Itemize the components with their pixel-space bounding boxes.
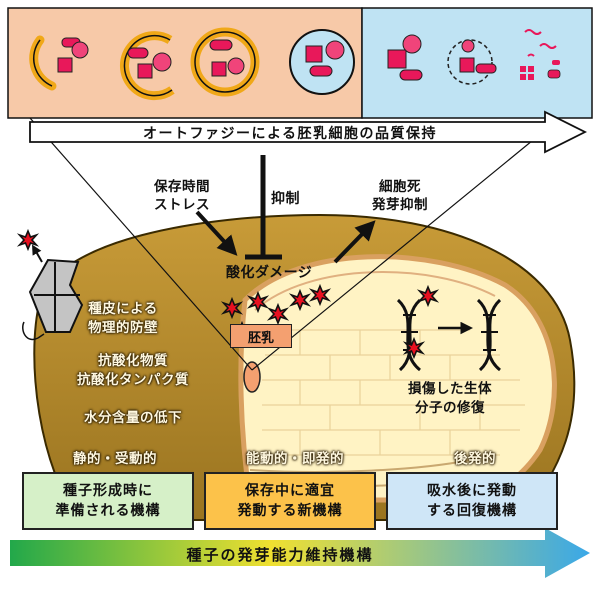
autophagy-panel xyxy=(7,7,593,119)
water-content-label: 水分含量の低下 xyxy=(84,410,182,426)
inhibit-label: 抑制 xyxy=(271,191,300,207)
antioxidant-label: 抗酸化物質 抗酸化タンパク質 xyxy=(58,352,208,390)
cell-death-line-1: 細胞死 xyxy=(379,179,421,195)
mechanism-box-storage: 保存中に適宜 発動する新機構 xyxy=(204,472,376,530)
cell-death-line-2: 発芽抑制 xyxy=(372,197,428,214)
category-active: 能動的・即発的 xyxy=(246,451,344,467)
static-line-4: 抗酸化タンパク質 xyxy=(77,371,189,388)
static-line-3: 抗酸化物質 xyxy=(98,353,168,369)
vacuole-stage-2 xyxy=(447,39,497,85)
zoom-lines xyxy=(29,117,561,371)
box3-line-1: 吸水後に発動 xyxy=(427,482,517,499)
static-line-2: 物理的防壁 xyxy=(88,319,158,336)
box1-line-1: 種子形成時に xyxy=(63,482,153,499)
mechanism-box-recovery: 吸水後に発動 する回復機構 xyxy=(386,472,558,530)
embryo-label: 胚乳 xyxy=(230,324,292,348)
stress-line-1: 保存時間 xyxy=(154,179,210,195)
mechanism-box-prepared: 種子形成時に 準備される機構 xyxy=(22,472,194,530)
category-late: 後発的 xyxy=(454,451,496,467)
repair-line-1: 損傷した生体 xyxy=(408,381,492,397)
dna-repair-icon xyxy=(396,286,502,372)
repair-line-2: 分子の修復 xyxy=(415,399,485,416)
inhibition-bar xyxy=(245,155,282,260)
phagophore-stage-1 xyxy=(29,35,89,91)
cell-death-arrow xyxy=(333,220,376,264)
category-static: 静的・受動的 xyxy=(73,451,157,467)
germination-maintenance-label: 種子の発芽能力維持機構 xyxy=(186,546,374,564)
seed-coat-shield-icon xyxy=(18,230,84,341)
repair-label: 損傷した生体 分子の修復 xyxy=(380,380,520,418)
box2-line-1: 保存中に適宜 xyxy=(245,482,335,499)
autophagosome xyxy=(190,27,260,97)
cell-death-label: 細胞死 発芽抑制 xyxy=(340,178,460,214)
box1-line-2: 準備される機構 xyxy=(55,503,161,519)
germination-arrow xyxy=(10,528,590,578)
embryo-cell-oval xyxy=(243,361,261,393)
box3-line-2: する回復機構 xyxy=(427,503,517,519)
autophagy-label: オートファジーによる胚乳細胞の品質保持 xyxy=(142,126,438,142)
oxidative-damage-label: 酸化ダメージ xyxy=(226,265,313,281)
phagophore-stage-2 xyxy=(119,31,175,101)
degraded-fragments xyxy=(520,29,561,80)
box2-line-2: 発動する新機構 xyxy=(237,503,343,519)
autolysosome xyxy=(289,29,355,95)
static-line-1: 種皮による xyxy=(88,301,158,317)
seed-illustration xyxy=(33,213,576,521)
seed-coat-barrier-label: 種皮による 物理的防壁 xyxy=(68,300,178,338)
vacuole-stage-1 xyxy=(387,34,423,81)
stress-line-2: ストレス xyxy=(154,197,210,214)
autophagy-arrow xyxy=(29,110,588,154)
stress-label: 保存時間 ストレス xyxy=(122,178,242,214)
stress-arrow xyxy=(195,210,238,256)
